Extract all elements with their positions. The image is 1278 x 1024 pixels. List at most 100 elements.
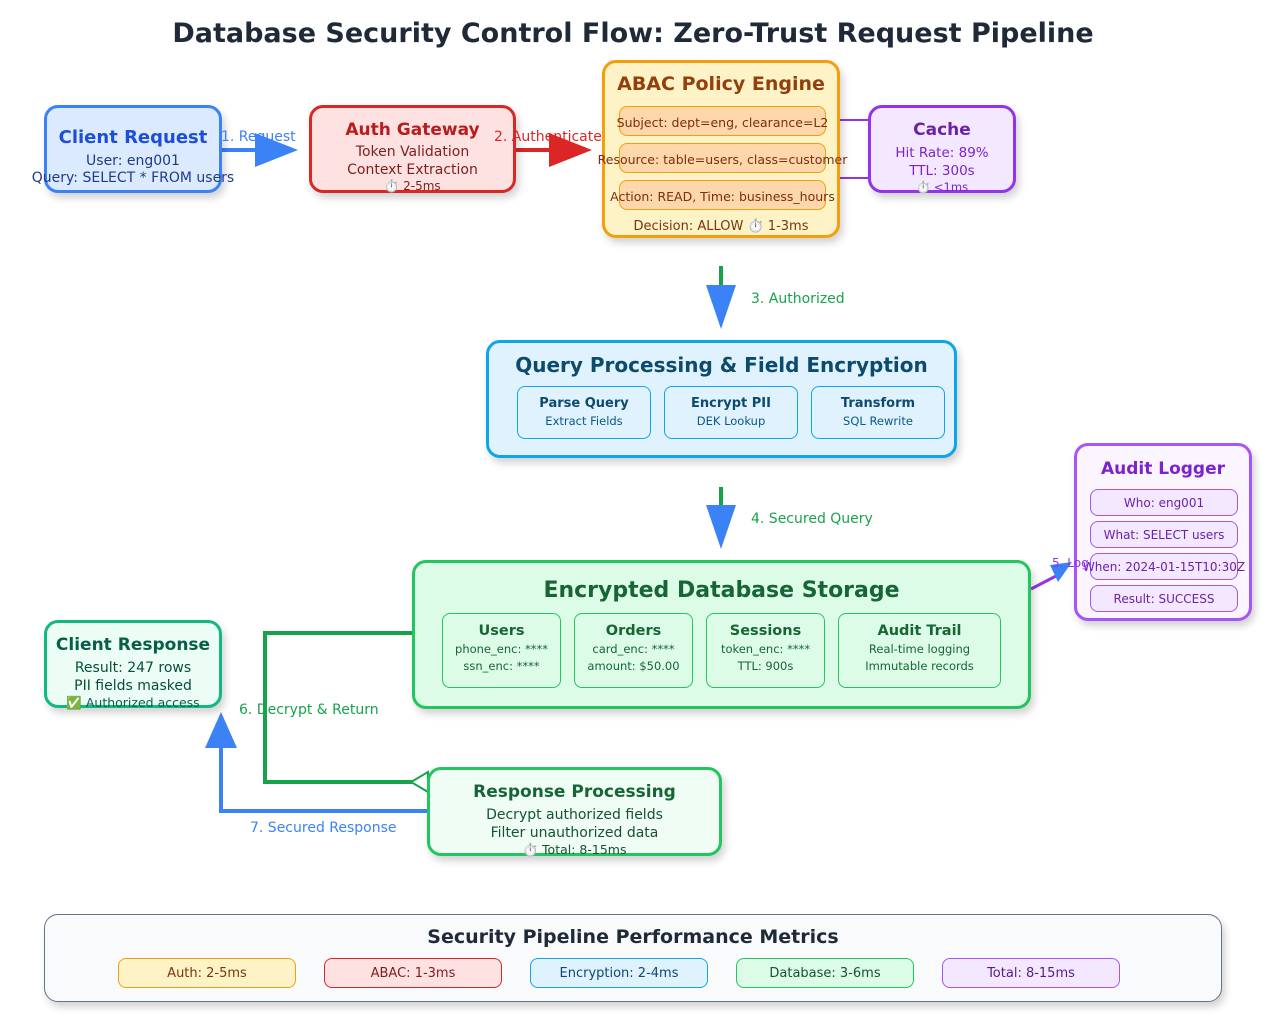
audit-entry-who-text: Who: eng001 — [1123, 496, 1205, 510]
client-response-node: Client Response Result: 247 rows PII fie… — [44, 620, 222, 710]
arrow-log — [1030, 574, 1057, 591]
abac-title: ABAC Policy Engine — [617, 73, 825, 95]
cache-title: Cache — [913, 120, 971, 140]
client-request-query: Query: SELECT * FROM users — [31, 170, 235, 186]
audit-logger-title: Audit Logger — [1100, 459, 1226, 479]
step-parse-query-title: Parse Query — [539, 396, 629, 411]
audit-logger-node: Audit Logger Who: eng001 What: SELECT us… — [1074, 443, 1252, 621]
client-request-title: Client Request — [58, 127, 208, 148]
diagram-title: Database Security Control Flow: Zero-Tru… — [172, 18, 1094, 49]
abac-decision: Decision: ALLOW ⏱️ 1-3ms — [633, 219, 809, 234]
edge-label-secured-query: 4. Secured Query — [751, 511, 873, 527]
metric-database-text: Database: 3-6ms — [769, 966, 881, 981]
auth-gateway-token: Token Validation — [355, 144, 470, 160]
audit-entry-what-text: What: SELECT users — [1103, 528, 1225, 542]
edge-label-log: 5. Log — [1052, 556, 1089, 570]
abac-policy-engine-node: ABAC Policy Engine Subject: dept=eng, cl… — [598, 60, 847, 238]
metric-abac: ABAC: 1-3ms — [324, 958, 502, 988]
audit-entry-what: What: SELECT users — [1090, 521, 1238, 548]
auth-gateway-title: Auth Gateway — [345, 120, 480, 140]
step-parse-query-sub: Extract Fields — [545, 414, 623, 428]
step-transform-sub: SQL Rewrite — [843, 414, 913, 428]
table-orders-title: Orders — [605, 623, 662, 639]
table-sessions-line1: token_enc: **** — [720, 642, 811, 656]
edge-label-secured-response: 7. Secured Response — [250, 820, 397, 836]
table-sessions-line2: TTL: 900s — [737, 659, 794, 673]
cache-hit-rate: Hit Rate: 89% — [895, 145, 989, 161]
response-processing-total: ⏱️ Total: 8-15ms — [522, 842, 627, 857]
database-title: Encrypted Database Storage — [543, 578, 900, 603]
metric-total-text: Total: 8-15ms — [987, 966, 1075, 981]
step-transform: Transform SQL Rewrite — [811, 386, 945, 439]
table-orders-line1: card_enc: **** — [592, 642, 675, 656]
client-response-authorized: ✅ Authorized access — [66, 695, 200, 710]
arrow-authenticate-head — [549, 133, 592, 167]
cache-latency: ⏱️ <1ms — [915, 180, 969, 194]
table-audit-trail-line1: Real-time logging — [868, 642, 971, 656]
table-orders-line2: amount: $50.00 — [587, 659, 680, 673]
metrics-title: Security Pipeline Performance Metrics — [427, 926, 839, 948]
cache-node: Cache Hit Rate: 89% TTL: 300s ⏱️ <1ms — [868, 105, 1016, 194]
auth-gateway-context: Context Extraction — [347, 162, 478, 178]
auth-gateway-latency: ⏱️ 2-5ms — [384, 179, 441, 193]
client-response-title: Client Response — [55, 635, 211, 655]
metric-encryption: Encryption: 2-4ms — [530, 958, 708, 988]
arrow-request-head — [255, 133, 298, 167]
client-response-masked: PII fields masked — [74, 678, 192, 694]
cache-ttl: TTL: 300s — [909, 163, 975, 179]
client-response-rows: Result: 247 rows — [74, 660, 192, 676]
arrow-secured-response-head — [205, 712, 237, 748]
abac-rule-resource: Resource: table=users, class=customer — [598, 143, 847, 173]
auth-gateway-node: Auth Gateway Token Validation Context Ex… — [309, 105, 516, 193]
arrow-decrypt-return-head — [409, 770, 429, 794]
abac-rule-resource-text: Resource: table=users, class=customer — [597, 152, 848, 167]
audit-entry-when: When: 2024-01-15T10:30Z — [1083, 553, 1245, 580]
metric-total: Total: 8-15ms — [942, 958, 1120, 988]
table-users-title: Users — [478, 623, 525, 639]
arrow-secured-query-head — [706, 505, 736, 549]
edge-label-authorized: 3. Authorized — [751, 291, 845, 307]
table-users: Users phone_enc: **** ssn_enc: **** — [442, 613, 561, 688]
step-parse-query: Parse Query Extract Fields — [517, 386, 651, 439]
query-processing-title: Query Processing & Field Encryption — [515, 353, 928, 377]
arrow-log-head — [1050, 562, 1072, 582]
metric-abac-text: ABAC: 1-3ms — [370, 966, 456, 981]
table-audit-trail: Audit Trail Real-time logging Immutable … — [838, 613, 1001, 688]
arrow-decrypt-return — [263, 631, 414, 784]
response-processing-decrypt: Decrypt authorized fields — [486, 807, 663, 823]
audit-entry-who: Who: eng001 — [1090, 489, 1238, 516]
table-sessions-title: Sessions — [729, 623, 802, 639]
table-audit-trail-line2: Immutable records — [865, 659, 974, 673]
metric-encryption-text: Encryption: 2-4ms — [559, 966, 679, 981]
metric-auth: Auth: 2-5ms — [118, 958, 296, 988]
step-encrypt-pii-sub: DEK Lookup — [696, 414, 766, 428]
response-processing-filter: Filter unauthorized data — [490, 825, 659, 841]
abac-rule-subject-text: Subject: dept=eng, clearance=L2 — [616, 115, 829, 130]
client-request-user: User: eng001 — [86, 153, 180, 169]
edge-label-authenticate: 2. Authenticate — [494, 129, 602, 145]
performance-metrics-panel: Security Pipeline Performance Metrics Au… — [44, 914, 1222, 1002]
metric-auth-text: Auth: 2-5ms — [167, 966, 247, 981]
edge-label-request: 1. Request — [221, 129, 296, 145]
table-audit-trail-title: Audit Trail — [877, 623, 962, 639]
edge-label-decrypt-return: 6. Decrypt & Return — [239, 702, 379, 718]
audit-entry-result: Result: SUCCESS — [1090, 585, 1238, 612]
client-request-node: Client Request User: eng001 Query: SELEC… — [32, 105, 234, 193]
encrypted-database-node: Encrypted Database Storage Users phone_e… — [412, 560, 1031, 709]
abac-rule-subject: Subject: dept=eng, clearance=L2 — [617, 106, 828, 136]
abac-rule-action-text: Action: READ, Time: business_hours — [610, 189, 835, 204]
arrow-authorized-head — [706, 285, 736, 329]
query-processing-node: Query Processing & Field Encryption Pars… — [486, 340, 957, 458]
table-orders: Orders card_enc: **** amount: $50.00 — [574, 613, 693, 688]
metric-database: Database: 3-6ms — [736, 958, 914, 988]
step-transform-title: Transform — [840, 396, 916, 411]
response-processing-title: Response Processing — [473, 782, 676, 802]
arrow-secured-response — [219, 745, 428, 813]
table-sessions: Sessions token_enc: **** TTL: 900s — [706, 613, 825, 688]
audit-entry-result-text: Result: SUCCESS — [1113, 592, 1215, 606]
response-processing-node: Response Processing Decrypt authorized f… — [427, 767, 722, 857]
table-users-line2: ssn_enc: **** — [463, 659, 540, 673]
step-encrypt-pii-title: Encrypt PII — [691, 396, 771, 411]
abac-rule-action: Action: READ, Time: business_hours — [610, 180, 835, 210]
